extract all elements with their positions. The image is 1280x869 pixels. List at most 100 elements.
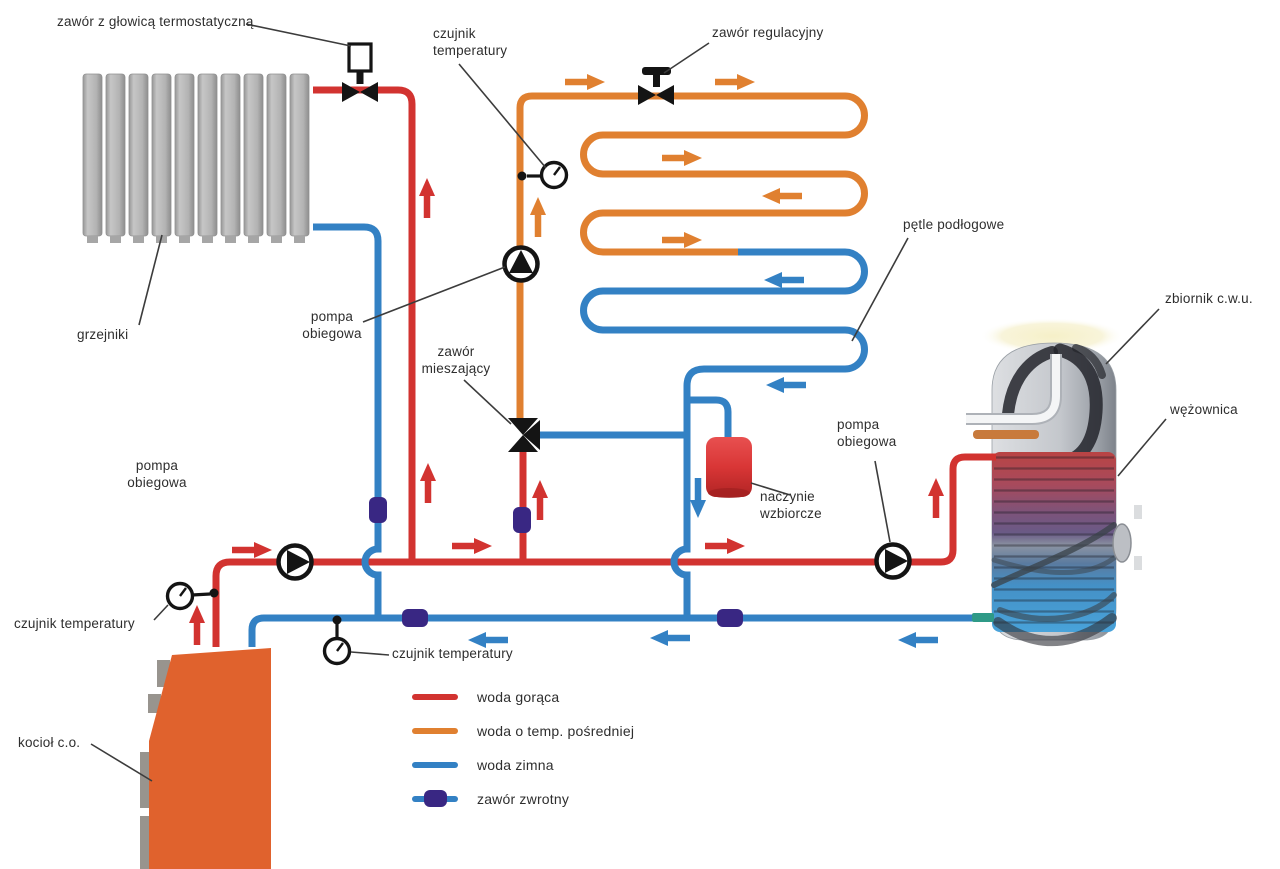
label-radiators: grzejniki xyxy=(77,327,129,342)
flow-arrow-icon xyxy=(650,630,690,646)
temperature-sensors xyxy=(165,160,569,666)
expansion-vessel-icon xyxy=(706,437,752,497)
tank-coil-icon xyxy=(992,452,1116,632)
flow-arrow-icon xyxy=(898,632,938,648)
hot-water-line-icon xyxy=(412,694,458,700)
cold-water-line-icon xyxy=(412,762,458,768)
legend-label: woda o temp. pośredniej xyxy=(477,723,635,739)
label-line: obiegowa xyxy=(302,326,362,341)
label-floor-loops: pętle podłogowe xyxy=(903,217,1005,232)
label-dhw-tank: zbiornik c.w.u. xyxy=(1165,291,1253,306)
label-pump-middle: pompa obiegowa xyxy=(296,308,368,342)
circulation-pump-icon xyxy=(502,245,540,283)
legend-item-hot-water: woda gorąca xyxy=(412,680,634,714)
pipe-return-main xyxy=(248,614,992,647)
label-pump-right: pompa obiegowa xyxy=(837,416,896,450)
legend-label: woda gorąca xyxy=(477,689,560,705)
flow-arrow-icon xyxy=(452,538,492,554)
flow-arrow-icon xyxy=(766,377,806,393)
flow-arrow-icon xyxy=(420,463,436,503)
label-line: zawór xyxy=(437,344,475,359)
pipe-hot-water xyxy=(212,86,996,647)
flow-arrow-icon xyxy=(662,150,702,166)
legend-item-intermediate-water: woda o temp. pośredniej xyxy=(412,714,634,748)
label-regulating-valve: zawór regulacyjny xyxy=(712,25,824,40)
boiler xyxy=(140,648,271,869)
label-pump-left: pompa obiegowa xyxy=(119,457,195,491)
tank-glow-icon xyxy=(980,318,1124,354)
label-boiler: kocioł c.o. xyxy=(18,735,81,750)
pipe-cold-water xyxy=(248,223,992,647)
thermostatic-valve xyxy=(342,42,378,102)
circulation-pump-icon xyxy=(874,542,912,580)
flow-arrow-icon xyxy=(762,188,802,204)
temperature-sensor-icon xyxy=(517,160,569,190)
label-pointer-lines xyxy=(90,23,1167,782)
pipe-intermediate-water xyxy=(516,92,868,420)
check-valve-icon xyxy=(717,609,743,627)
pipe-floor-supply-serpentine xyxy=(516,92,868,420)
circulation-pump-icon xyxy=(276,543,314,581)
flow-arrow-icon xyxy=(419,178,435,218)
check-valve-legend-icon xyxy=(412,790,458,807)
pipe-network xyxy=(212,86,996,647)
legend-label: woda zimna xyxy=(477,757,554,773)
label-coil: wężownica xyxy=(1170,402,1238,417)
legend-item-check-valve: zawór zwrotny xyxy=(412,782,634,816)
label-temp-sensor-top: czujnik temperatury xyxy=(433,25,507,59)
label-line: wzbiorcze xyxy=(760,506,822,521)
pipe-radiator-supply xyxy=(313,86,416,562)
label-line: obiegowa xyxy=(837,434,897,449)
radiator xyxy=(82,73,310,243)
expansion-vessel xyxy=(706,437,752,498)
flow-arrow-icon xyxy=(530,197,546,237)
temperature-sensor-icon xyxy=(165,581,219,611)
label-line: pompa xyxy=(310,309,354,324)
label-line: obiegowa xyxy=(127,475,187,490)
check-valve-icon xyxy=(513,507,531,533)
valve-body-icon xyxy=(342,82,378,102)
tank-white-pipe-icon xyxy=(966,354,1062,425)
flow-arrow-icon xyxy=(232,542,272,558)
flow-arrow-icon xyxy=(705,538,745,554)
label-temp-sensor-bottom: czujnik temperatury xyxy=(392,646,513,661)
legend-item-cold-water: woda zimna xyxy=(412,748,634,782)
label-thermostatic-valve: zawór z głowicą termostatyczną xyxy=(57,14,254,29)
pipe-vessel-branch xyxy=(687,396,732,437)
flow-arrow-icon xyxy=(565,74,605,90)
pipe-floor-return-serpentine xyxy=(580,248,868,616)
flow-arrow-icon xyxy=(928,478,944,518)
tank-coil-connector-icon xyxy=(972,613,994,622)
check-valve-icon xyxy=(402,609,428,627)
mixing-valve-icon xyxy=(508,418,538,435)
temperature-sensor-icon xyxy=(322,615,352,666)
check-valve-icon xyxy=(369,497,387,523)
label-line: czujnik xyxy=(433,26,476,41)
label-mixing-valve: zawór mieszający xyxy=(412,343,500,377)
legend: woda gorąca woda o temp. pośredniej woda… xyxy=(412,680,634,816)
pipe-boiler-main xyxy=(212,453,996,647)
check-valves xyxy=(369,497,743,627)
tank-bottom-shadow-icon xyxy=(993,613,1117,646)
regulating-valve xyxy=(638,67,674,105)
legend-label: zawór zwrotny xyxy=(477,791,570,807)
pipe-radiator-return xyxy=(313,223,382,616)
tank-coil-strands-icon xyxy=(991,522,1117,622)
radiator-bars-icon xyxy=(82,73,310,243)
tank-side-port-icon xyxy=(1112,523,1132,563)
flow-arrow-icon xyxy=(764,272,804,288)
label-line: naczynie xyxy=(760,489,815,504)
label-temp-sensor-left: czujnik temperatury xyxy=(14,616,135,631)
flow-arrow-icon xyxy=(189,605,205,645)
thermostatic-head-icon xyxy=(347,42,373,73)
flow-arrow-icon xyxy=(690,478,706,518)
intermediate-water-line-icon xyxy=(412,728,458,734)
flow-arrow-icon xyxy=(715,74,755,90)
mixing-valve xyxy=(508,418,540,452)
label-expansion-vessel: naczynie wzbiorcze xyxy=(760,488,822,522)
pumps xyxy=(276,245,912,581)
label-line: pompa xyxy=(837,417,880,432)
tank-orange-stub-icon xyxy=(973,430,1039,439)
